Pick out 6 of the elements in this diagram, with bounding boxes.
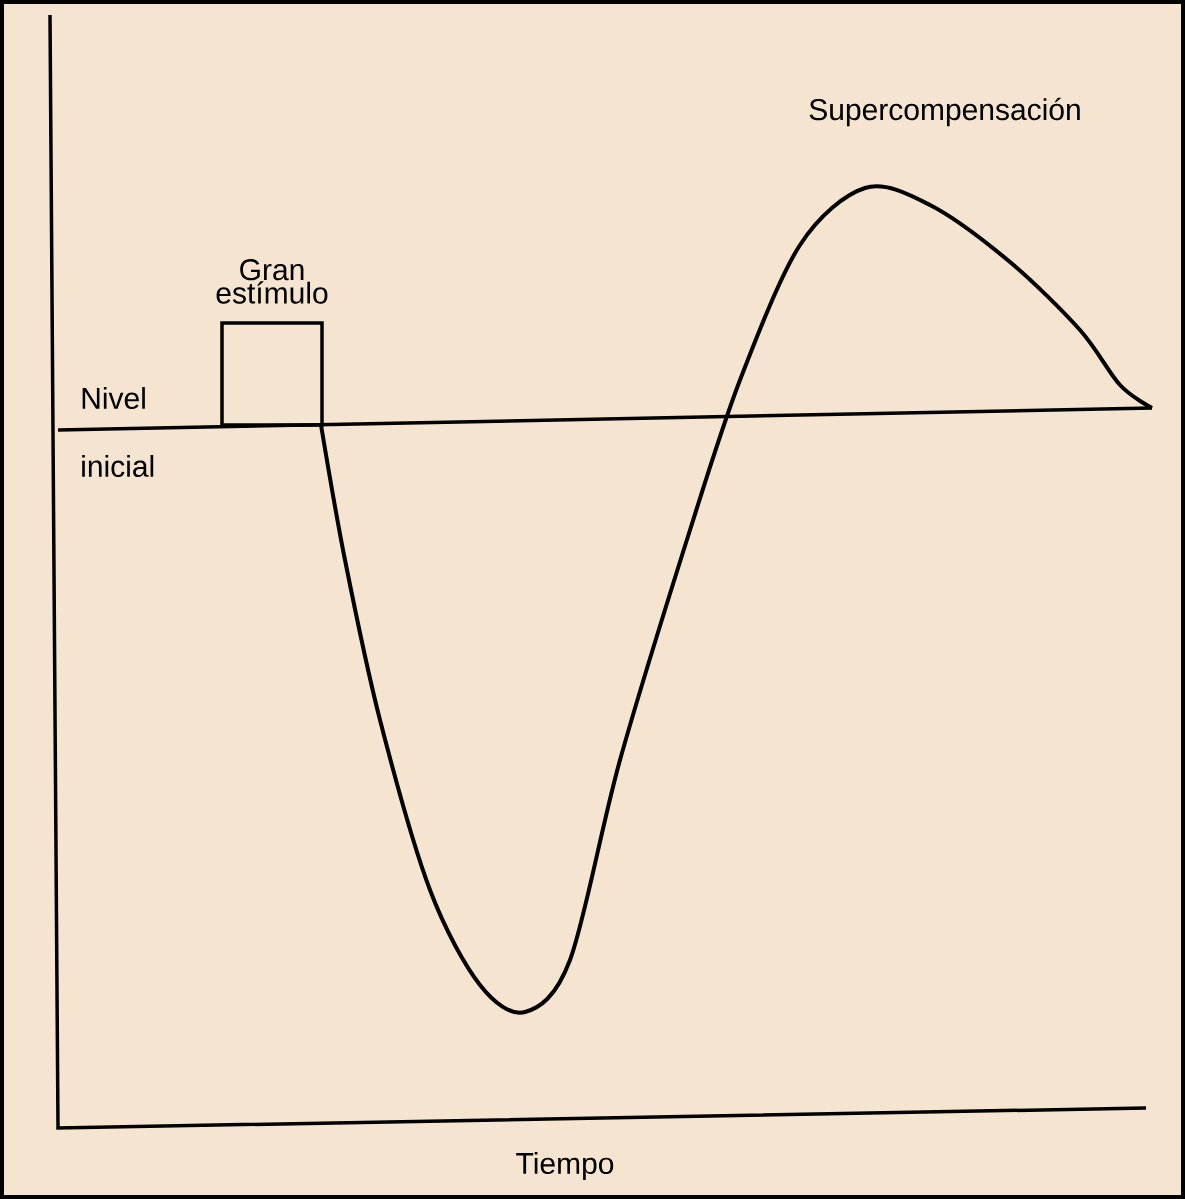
axis-label: Supercompensación (809, 97, 1080, 127)
stimulus-box: Gran estímulo (216, 259, 328, 427)
axis-label: Tiempo (516, 1152, 614, 1180)
axis-label: Nivel (82, 387, 145, 410)
axis-label: inicial (82, 455, 154, 478)
node-label: Gran estímulo (216, 259, 328, 304)
